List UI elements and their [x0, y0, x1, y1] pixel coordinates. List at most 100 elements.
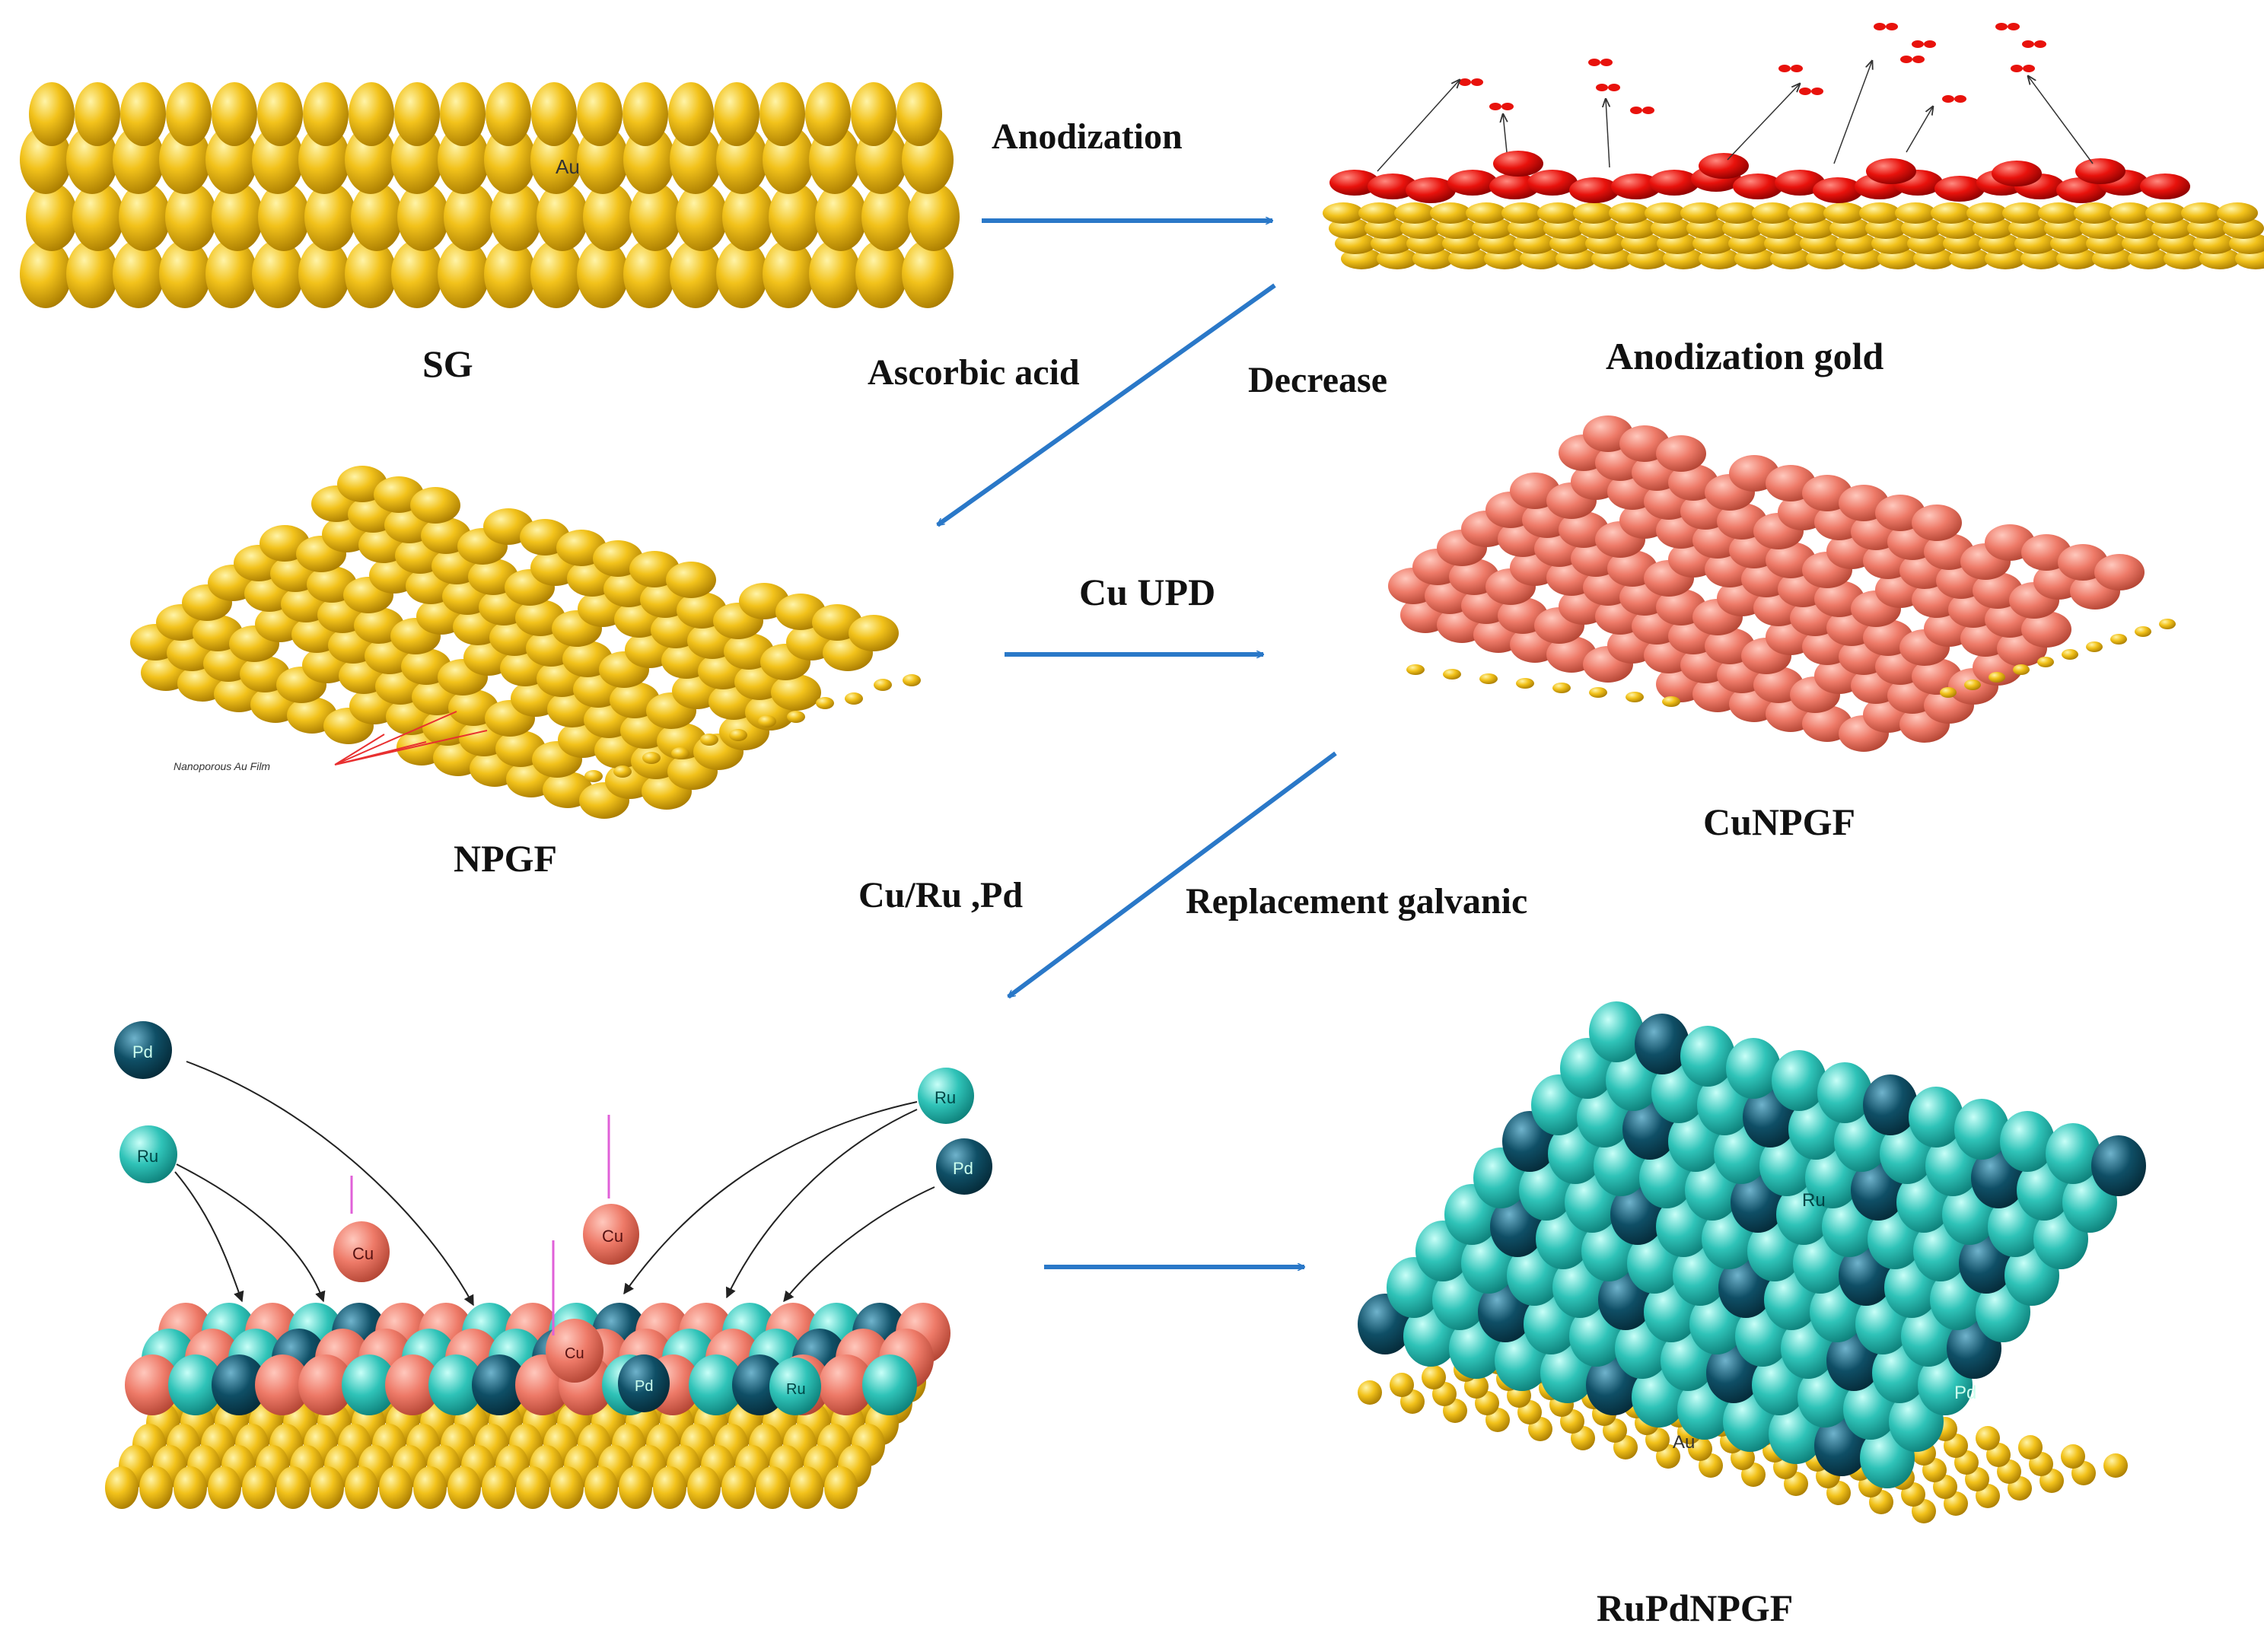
gold-atom	[2018, 1435, 2043, 1459]
gold-atom	[205, 240, 257, 308]
oxygen-atom	[1489, 103, 1501, 110]
ru-atom	[2046, 1123, 2100, 1184]
surface-atom	[298, 1354, 353, 1415]
oxide-atom	[1329, 170, 1380, 196]
gold-atom	[345, 126, 396, 194]
gold-atom	[120, 82, 166, 146]
gold-atom	[1537, 202, 1578, 224]
gold-atom	[1752, 202, 1793, 224]
gold-atom	[629, 183, 681, 251]
oxygen-atom	[1995, 23, 2008, 30]
gold-atom	[2103, 1453, 2128, 1478]
oxide-atom	[2140, 173, 2190, 199]
gold-atom	[584, 1466, 618, 1509]
oxygen-atom	[1588, 59, 1600, 66]
gold-atom	[1589, 687, 1607, 698]
ru-atom	[1589, 1001, 1644, 1062]
gold-atom	[242, 1466, 275, 1509]
pd-ion	[114, 1021, 172, 1079]
step-anodization: Anodization	[992, 116, 1183, 157]
surface-atom	[342, 1354, 396, 1415]
gold-atom	[1716, 202, 1757, 224]
ru-atom	[1680, 1026, 1735, 1087]
gold-atom	[2159, 619, 2176, 629]
gold-atom	[1323, 202, 1364, 224]
gold-atom	[20, 240, 72, 308]
gold-atom	[531, 82, 577, 146]
release-arrow	[2028, 76, 2094, 164]
oxide-atom	[1733, 173, 1783, 199]
caption-rupdnpgf: RuPdNPGF	[1597, 1587, 1793, 1629]
gold-atom	[763, 240, 814, 308]
gold-atom	[298, 240, 350, 308]
gold-atom	[1895, 202, 1936, 224]
oxygen-atom	[1811, 88, 1823, 95]
oxide-atom	[1611, 173, 1661, 199]
oxide-atom	[2056, 177, 2106, 203]
ru-ion-label: Ru	[137, 1147, 158, 1166]
copper-atom	[1912, 505, 1962, 541]
gold-atom	[700, 734, 718, 746]
pd-atom	[1635, 1014, 1689, 1074]
caption-sg: SG	[422, 342, 473, 385]
gold-atom	[577, 82, 623, 146]
gold-atom	[2181, 202, 2222, 224]
gold-atom	[252, 126, 304, 194]
surface-atom	[255, 1354, 310, 1415]
gold-atom	[530, 240, 582, 308]
gold-atom	[815, 183, 867, 251]
ion-path	[783, 1186, 935, 1303]
oxide-atom	[1368, 173, 1418, 199]
gold-atom	[345, 1466, 378, 1509]
gold-atom	[584, 770, 603, 782]
oxide-atom	[1447, 170, 1498, 196]
gold-atom	[258, 183, 310, 251]
gold-atom	[1358, 202, 1399, 224]
gold-atom	[303, 82, 349, 146]
pd-atom	[618, 1354, 670, 1412]
gold-atom	[671, 747, 689, 759]
gold-atom	[139, 1466, 173, 1509]
gold-atom	[756, 1466, 789, 1509]
gold-atom	[1788, 202, 1829, 224]
au-atom-label: Au	[1673, 1432, 1695, 1453]
gold-atom	[252, 240, 304, 308]
gold-atom	[345, 240, 396, 308]
gold-atom	[391, 240, 443, 308]
pd-ion-label: Pd	[132, 1042, 153, 1062]
oxide-atom	[1527, 170, 1578, 196]
oxide-atom	[2075, 158, 2125, 184]
gold-atom	[113, 240, 164, 308]
oxygen-atom	[1630, 107, 1642, 114]
gold-atom	[1931, 202, 1972, 224]
gold-atom	[391, 126, 443, 194]
ru-atom	[2000, 1111, 2055, 1172]
oxygen-atom	[1874, 23, 1886, 30]
gold-atom	[530, 126, 582, 194]
cu-ion	[583, 1204, 639, 1265]
oxygen-atom	[2011, 65, 2023, 72]
pd-atom-label: Pd	[1954, 1383, 1976, 1403]
gold-atom	[583, 183, 635, 251]
gold-atom	[1552, 683, 1571, 693]
oxide-atom	[1699, 153, 1749, 179]
ru-atom	[1909, 1087, 1963, 1147]
oxygen-atom	[1791, 65, 1803, 72]
gold-atom	[758, 715, 776, 727]
oxygen-atom	[1924, 40, 1936, 48]
cu-ion-label: Cu	[602, 1227, 623, 1246]
ru-ion-label: Ru	[935, 1088, 956, 1107]
gold-atom	[397, 183, 449, 251]
step-ascorbic-acid: Ascorbic acid	[868, 352, 1080, 393]
gold-atom	[304, 183, 356, 251]
gold-atom	[66, 240, 118, 308]
gold-atom	[2074, 202, 2115, 224]
oxide-atom	[1493, 151, 1543, 177]
gold-atom	[29, 82, 75, 146]
oxygen-atom	[1900, 56, 1912, 63]
gold-atom	[1394, 202, 1435, 224]
gold-atom	[75, 82, 120, 146]
ru-atom-label: Ru	[786, 1381, 806, 1398]
